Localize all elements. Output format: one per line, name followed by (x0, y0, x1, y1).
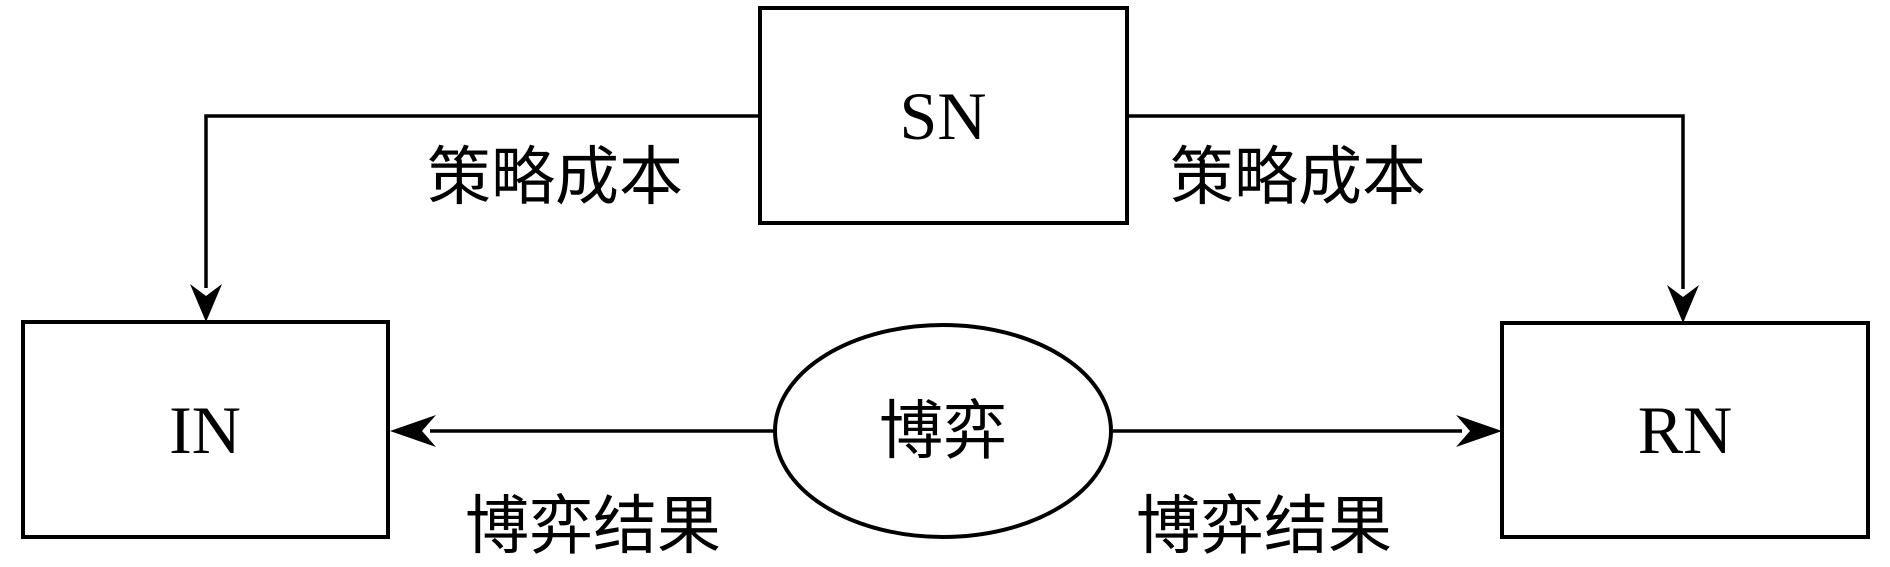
node-game-label: 博弈 (879, 396, 1007, 467)
node-rn-box (1500, 321, 1870, 539)
edge-sn-to-in-path (204, 114, 760, 288)
node-in-label: IN (169, 392, 241, 468)
node-rn-label: RN (1638, 392, 1732, 468)
edge-label-game-result-right: 博弈结果 (1136, 491, 1392, 562)
edge-game-to-rn-arrowhead-icon (1456, 415, 1502, 447)
edge-game-to-in-arrowhead-icon (390, 415, 436, 447)
edge-label-game-result-left: 博弈结果 (465, 491, 721, 562)
edge-label-strategy-cost-left: 策略成本 (427, 142, 683, 213)
node-sn-label: SN (900, 78, 987, 154)
edge-sn-to-rn-arrowhead-icon (1667, 285, 1699, 323)
node-game-ellipse (773, 323, 1113, 539)
node-in-box (21, 320, 390, 539)
node-sn-box (758, 6, 1129, 225)
edge-label-strategy-cost-right: 策略成本 (1170, 142, 1426, 213)
edge-sn-to-rn-path (1127, 114, 1685, 289)
edge-sn-to-in-arrowhead-icon (190, 284, 222, 322)
